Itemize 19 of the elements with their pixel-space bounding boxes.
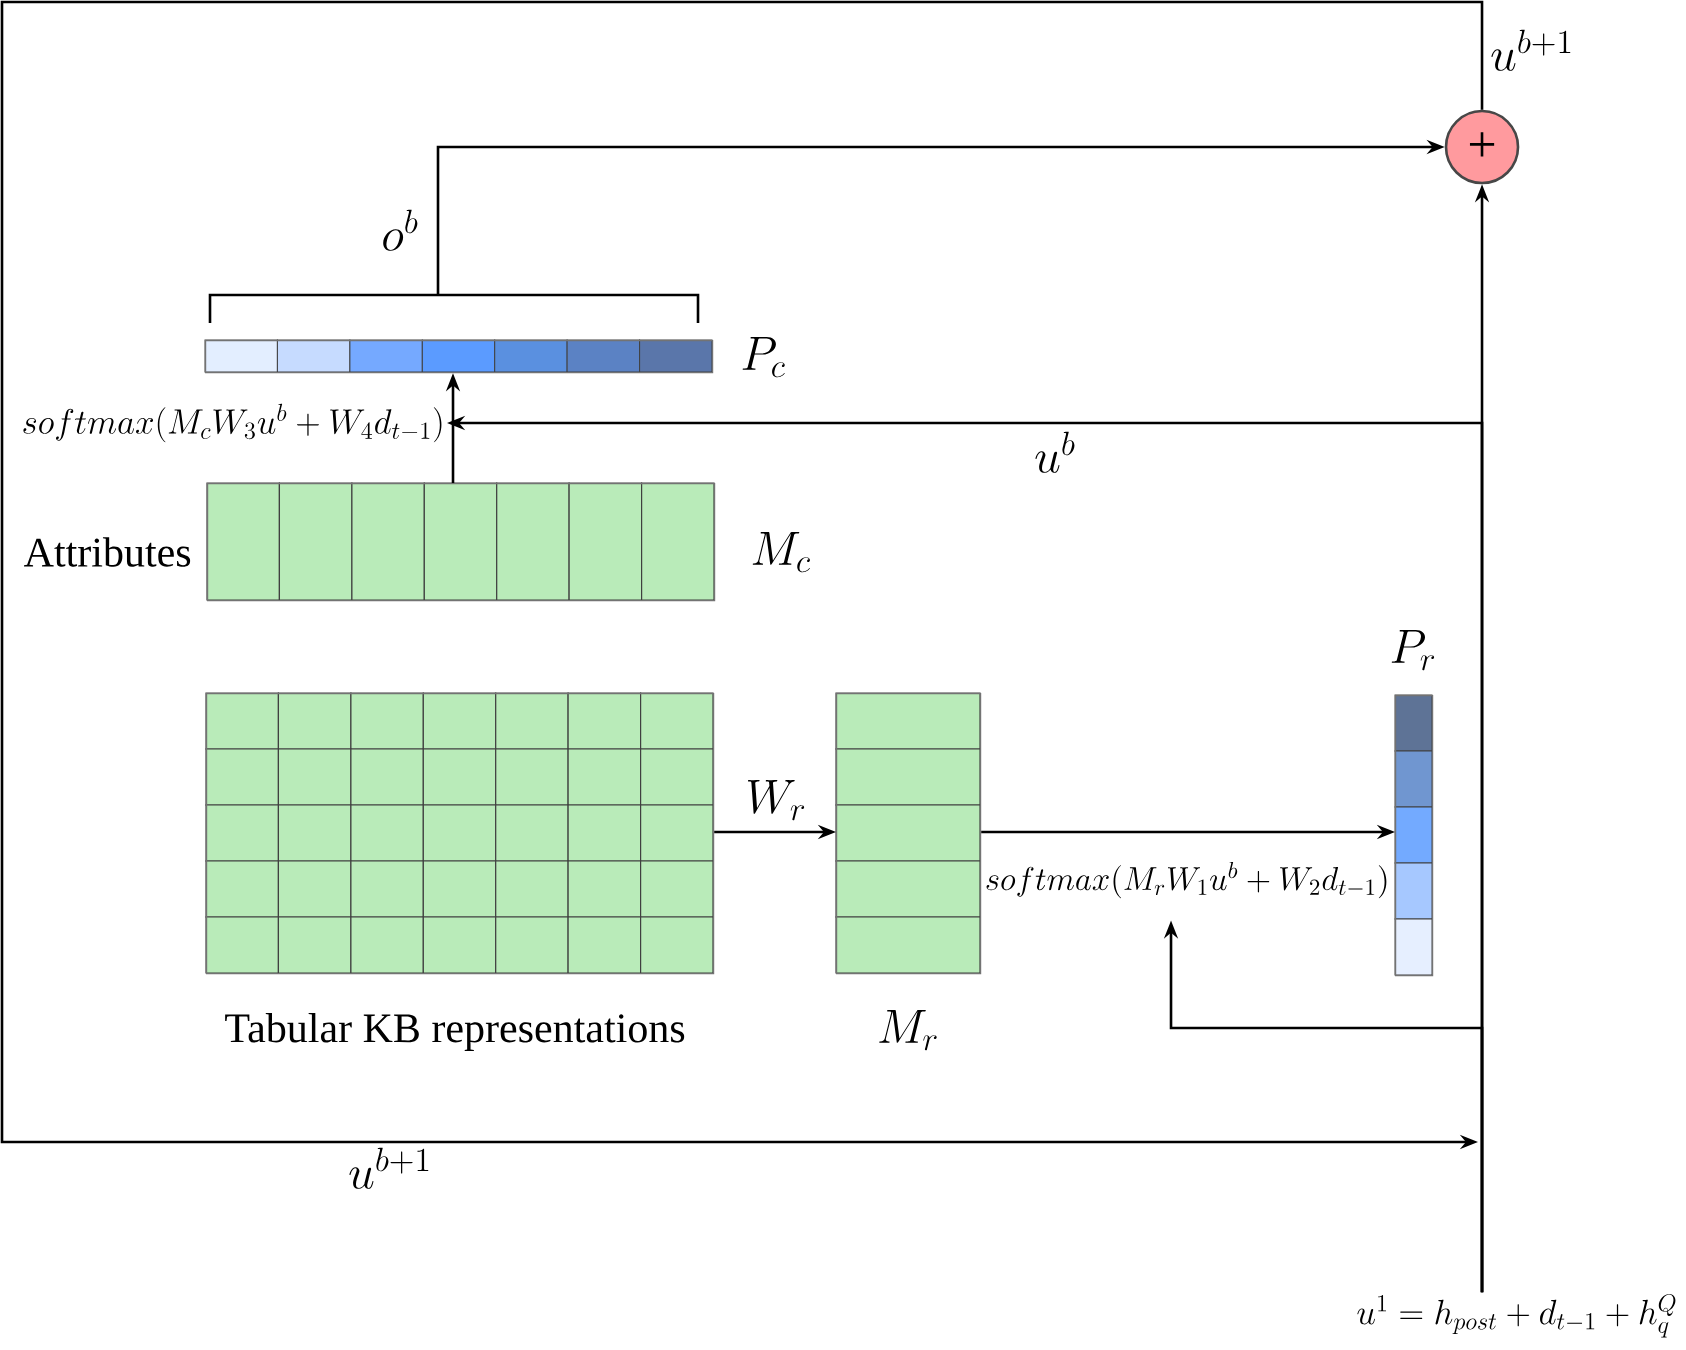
probability-bar	[204, 339, 714, 374]
matrix-grid	[835, 692, 982, 975]
edge-label: $u^b$	[1032, 429, 1078, 475]
probability-bar	[1394, 694, 1434, 977]
matrix-grid	[205, 692, 715, 975]
edge-label: $o^b$	[379, 207, 421, 253]
matrix-grid	[206, 482, 716, 602]
edge-label: $W_r$	[743, 778, 809, 822]
matrix-label: $M_c$	[752, 532, 810, 573]
caption-text: Attributes	[24, 537, 191, 567]
vector-label: $u^{b+1}$	[349, 1147, 429, 1189]
edge-label: $u^{b+1}$	[1488, 27, 1576, 73]
formula-text: $softmax(M_rW_1u^b + W_2d_{t-1})$	[986, 861, 1387, 899]
formula-text: $u^1 = h_{post} + d_{t-1} + h_q^Q$	[1357, 1294, 1676, 1338]
matrix-label: $P_c$	[742, 337, 785, 378]
matrix-label: $M_r$	[879, 1010, 937, 1051]
matrix-label: $P_r$	[1391, 630, 1435, 671]
formula-text: $softmax(M_cW_3u^b + W_4d_{t-1})$	[23, 403, 442, 443]
caption-text: Tabular KB representations	[225, 1012, 685, 1052]
